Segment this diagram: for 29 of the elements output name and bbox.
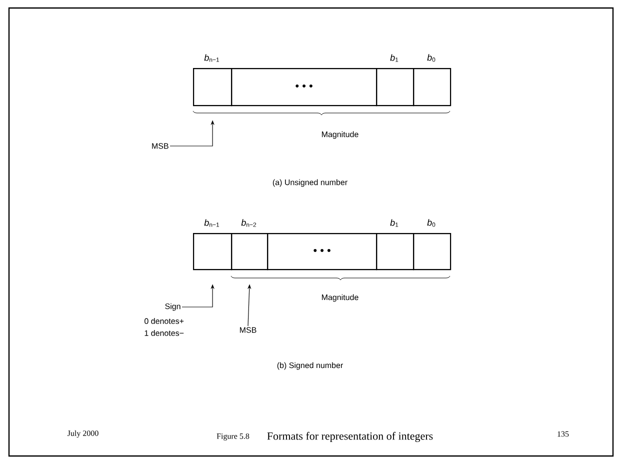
- ellipsis-cell: • • •: [231, 68, 378, 106]
- bit-label: b$_{n−2}$: [241, 219, 256, 227]
- bit-label: b$_{1}$: [390, 54, 398, 62]
- callout-text: Sign: [165, 303, 180, 311]
- bit-cell: [376, 68, 414, 106]
- bit-cell: [193, 233, 232, 270]
- footer-text: Figure 5.8: [216, 433, 250, 440]
- bit-label: b$_{1}$: [390, 219, 398, 227]
- bit-cell: [413, 233, 452, 270]
- bit-cell: [413, 68, 452, 106]
- bit-label: b$_{n−1}$: [204, 54, 220, 62]
- callout-text: MSB: [152, 143, 168, 149]
- ellipsis-cell: • • •: [267, 233, 378, 270]
- note-text: 1 denotes−: [144, 330, 184, 336]
- footer-text: 135: [558, 431, 569, 437]
- caption: (a) Unsigned number: [272, 179, 348, 187]
- bit-cell: [193, 68, 232, 106]
- bit-cell: [376, 233, 414, 270]
- footer-text: July 2000: [68, 430, 98, 438]
- brace-label: Magnitude: [322, 294, 358, 302]
- footer-text: Formats for representation of integers: [267, 432, 433, 442]
- bit-label: b$_{n−1}$: [204, 219, 220, 227]
- bit-label: b$_{0}$: [427, 54, 436, 62]
- caption: (b) Signed number: [277, 362, 343, 370]
- callout-text: MSB: [240, 327, 256, 333]
- bit-label: b$_{0}$: [427, 219, 436, 227]
- brace-label: Magnitude: [322, 131, 358, 139]
- bit-cell: [231, 233, 268, 270]
- note-text: 0 denotes+: [144, 318, 184, 324]
